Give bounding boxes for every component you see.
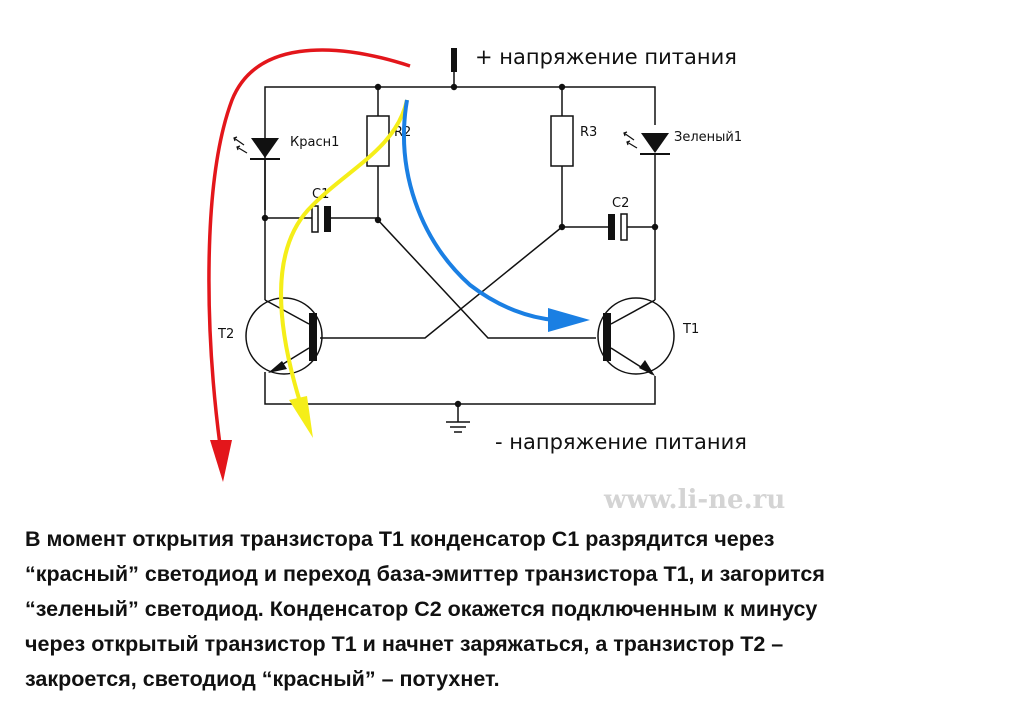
transistor-t2 bbox=[245, 297, 323, 375]
capacitor-c1 bbox=[265, 205, 378, 233]
caption-text: В момент открытия транзистора Т1 конденс… bbox=[25, 527, 825, 691]
c2-label: C2 bbox=[612, 196, 629, 211]
r3-label: R3 bbox=[580, 125, 597, 140]
minus-supply-label: - напряжение питания bbox=[495, 430, 747, 454]
yellow-current-arrow bbox=[279, 99, 409, 403]
red-arrow-head-icon bbox=[210, 440, 232, 482]
plus-supply-label: + напряжение питания bbox=[475, 45, 737, 69]
green-led-light-icon bbox=[623, 131, 638, 149]
blue-current-arrow bbox=[402, 99, 556, 322]
node-top-center bbox=[450, 83, 458, 91]
transistor-t1 bbox=[597, 297, 675, 376]
plus-terminal bbox=[451, 48, 457, 72]
watermark: www.li-ne.ru bbox=[603, 485, 785, 515]
yellow-arrow-head-icon bbox=[289, 396, 313, 438]
ground-icon bbox=[446, 404, 470, 433]
bottom-rail bbox=[264, 372, 656, 405]
green-led-label: Зеленый1 bbox=[674, 130, 742, 145]
c1-label: C1 bbox=[312, 187, 329, 202]
capacitor-c2 bbox=[562, 213, 655, 241]
t2-label: T2 bbox=[217, 327, 234, 342]
blue-arrow-head-icon bbox=[548, 308, 590, 332]
node-c2-right bbox=[651, 223, 659, 231]
circuit-diagram: Красн1 Зеленый1 R2 R3 C1 C2 bbox=[207, 45, 785, 515]
red-led bbox=[233, 136, 280, 218]
red-current-arrow bbox=[207, 48, 411, 446]
cross-wire-r3-to-t2-base bbox=[320, 226, 563, 339]
resistor-r3 bbox=[550, 115, 574, 167]
cross-wire-r2-to-t1-base bbox=[377, 219, 596, 339]
red-led-light-icon bbox=[233, 136, 248, 154]
green-led bbox=[623, 131, 670, 300]
red-led-label: Красн1 bbox=[290, 135, 339, 150]
t1-label: T1 bbox=[682, 322, 699, 337]
